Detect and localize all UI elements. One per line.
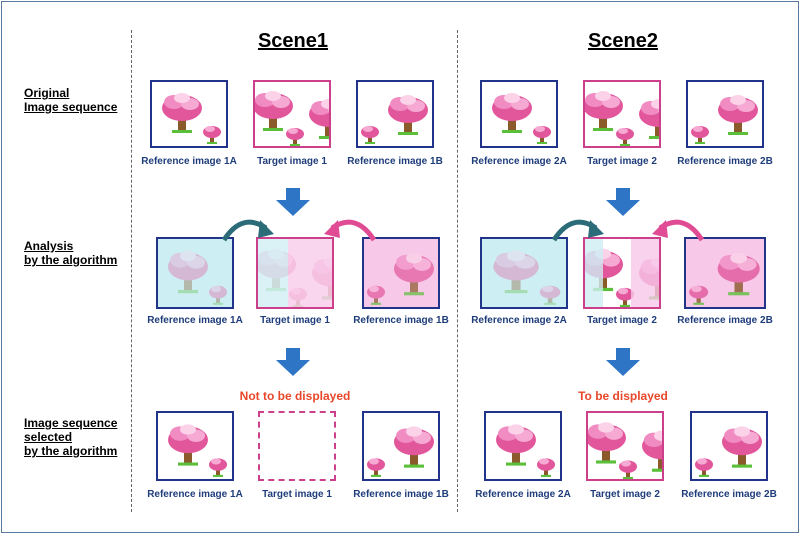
- selected-reference-1b: [362, 411, 440, 481]
- scene2-title: Scene2: [587, 30, 659, 52]
- reference-image-1b: [356, 80, 434, 148]
- curved-arrow-1b-to-target: [324, 219, 377, 242]
- divider-left: [131, 30, 132, 512]
- caption-selected-target-1: Target image 1: [262, 489, 332, 500]
- selected-reference-1a: [156, 411, 234, 481]
- reference-image-2a: [480, 80, 558, 148]
- caption-ref-1b: Reference image 1B: [347, 156, 443, 167]
- caption-analysis-target-1: Target image 1: [260, 315, 330, 326]
- caption-target-2: Target image 2: [587, 156, 657, 167]
- down-arrow-scene1-top: [276, 188, 310, 216]
- analysis-target-1: [256, 237, 334, 309]
- caption-ref-2b: Reference image 2B: [677, 156, 773, 167]
- analysis-target-2: [583, 237, 661, 309]
- down-arrow-scene2-bottom: [606, 348, 640, 376]
- curved-arrow-1a-to-target: [221, 219, 274, 242]
- scene1-title: Scene1: [257, 30, 329, 52]
- curved-arrow-2a-to-target: [551, 219, 604, 242]
- reference-image-2b: [686, 80, 764, 148]
- analysis-reference-2b: [684, 237, 766, 309]
- caption-selected-target-2: Target image 2: [590, 489, 660, 500]
- curved-arrow-2b-to-target: [652, 219, 705, 242]
- divider-center: [457, 30, 458, 512]
- caption-analysis-ref-2b: Reference image 2B: [677, 315, 773, 326]
- caption-analysis-ref-1a: Reference image 1A: [147, 315, 243, 326]
- analysis-reference-1b: [362, 237, 440, 309]
- caption-ref-2a: Reference image 2A: [471, 156, 567, 167]
- target-image-1: [253, 80, 331, 148]
- caption-ref-1a: Reference image 1A: [141, 156, 237, 167]
- caption-analysis-target-2: Target image 2: [587, 315, 657, 326]
- status-displayed: To be displayed: [578, 389, 668, 403]
- analysis-reference-2a: [480, 237, 568, 309]
- caption-selected-ref-1a: Reference image 1A: [147, 489, 243, 500]
- caption-target-1: Target image 1: [257, 156, 327, 167]
- down-arrow-scene2-top: [606, 188, 640, 216]
- caption-selected-ref-2a: Reference image 2A: [475, 489, 571, 500]
- selected-target-1-empty: [258, 411, 336, 481]
- selected-target-2: [586, 411, 664, 481]
- caption-selected-ref-1b: Reference image 1B: [353, 489, 449, 500]
- analysis-reference-1a: [156, 237, 234, 309]
- caption-analysis-ref-1b: Reference image 1B: [353, 315, 449, 326]
- target-image-2: [583, 80, 661, 148]
- selected-reference-2a: [484, 411, 562, 481]
- caption-analysis-ref-2a: Reference image 2A: [471, 315, 567, 326]
- reference-image-1a: [150, 80, 228, 148]
- down-arrow-scene1-bottom: [276, 348, 310, 376]
- selected-reference-2b: [690, 411, 768, 481]
- status-not-displayed: Not to be displayed: [239, 389, 351, 403]
- caption-selected-ref-2b: Reference image 2B: [681, 489, 777, 500]
